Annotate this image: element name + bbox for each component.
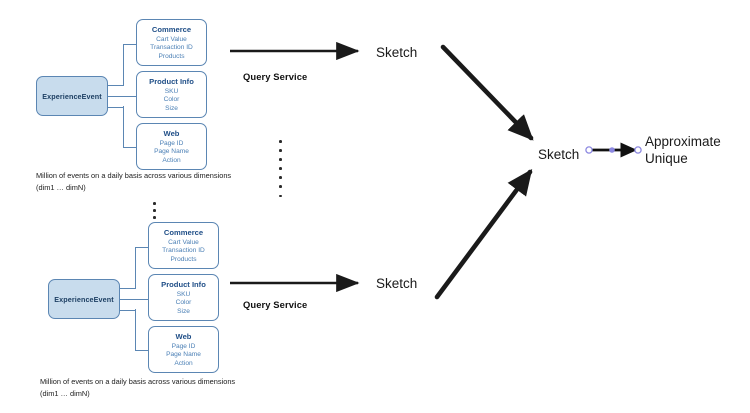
- sketch-label-lower: Sketch: [376, 276, 418, 291]
- connector-to-commerce-upper: [123, 44, 137, 46]
- vertical-ellipsis-entities: [153, 202, 156, 219]
- attribute-title: Commerce: [151, 24, 192, 34]
- connector-to-commerce-lower: [135, 247, 149, 249]
- attribute-item: SKU: [164, 87, 179, 95]
- connector-handle-mid[interactable]: [609, 147, 615, 153]
- attribute-title: Web: [175, 331, 192, 341]
- connector-entity-stub-top-lower: [120, 288, 136, 290]
- connector-handle-end[interactable]: [634, 146, 642, 154]
- caption-upper: Million of events on a daily basis acros…: [36, 171, 232, 192]
- attribute-box-web-upper[interactable]: Web Page ID Page Name Action: [136, 123, 207, 170]
- attribute-item: Cart Value: [168, 238, 199, 246]
- attribute-item: Transaction ID: [150, 44, 193, 52]
- caption-lower: Million of events on a daily basis acros…: [40, 377, 236, 398]
- attribute-item: Color: [175, 299, 192, 307]
- approximate-unique-label: Approximate Unique: [645, 134, 721, 166]
- merge-arrow-from-lower: [434, 169, 533, 300]
- connector-to-web-upper: [123, 147, 137, 149]
- attribute-item: Size: [177, 307, 190, 315]
- attribute-item: SKU: [176, 290, 191, 298]
- query-service-label-lower: Query Service: [243, 299, 308, 310]
- attribute-item: Color: [163, 96, 180, 104]
- connector-to-web-lower: [135, 350, 149, 352]
- attribute-item: Page Name: [154, 148, 189, 156]
- query-service-label-upper: Query Service: [243, 71, 308, 82]
- attribute-box-commerce-upper[interactable]: Commerce Cart Value Transaction ID Produ…: [136, 19, 207, 66]
- attribute-item: Cart Value: [156, 35, 187, 43]
- connector-entity-stub-bottom-lower: [120, 310, 136, 312]
- connector-riser-web-upper: [123, 106, 125, 148]
- attribute-item: Action: [174, 359, 193, 367]
- attribute-title: Product Info: [149, 76, 194, 86]
- attribute-item: Page Name: [166, 351, 201, 359]
- attribute-item: Action: [162, 156, 181, 164]
- attribute-box-product-info-lower[interactable]: Product Info SKU Color Size: [148, 274, 219, 321]
- sketch-label-merged: Sketch: [538, 147, 580, 162]
- connector-entity-stub-top-upper: [108, 85, 124, 87]
- attribute-item: Products: [170, 255, 197, 263]
- attribute-box-commerce-lower[interactable]: Commerce Cart Value Transaction ID Produ…: [148, 222, 219, 269]
- sketch-label-upper: Sketch: [376, 45, 418, 60]
- attribute-title: Product Info: [161, 279, 206, 289]
- connector-riser-commerce-lower: [135, 247, 137, 289]
- attribute-item: Products: [158, 52, 185, 60]
- entity-box-experienceevent-lower[interactable]: ExperienceEvent: [48, 279, 120, 319]
- attribute-box-product-info-upper[interactable]: Product Info SKU Color Size: [136, 71, 207, 118]
- connector-entity-stub-bottom-upper: [108, 107, 124, 109]
- connector-handle-start[interactable]: [585, 146, 593, 154]
- vertical-ellipsis-sketches: [279, 140, 282, 198]
- entity-box-experienceevent-upper[interactable]: ExperienceEvent: [36, 76, 108, 116]
- attribute-title: Commerce: [163, 227, 204, 237]
- attribute-box-web-lower[interactable]: Web Page ID Page Name Action: [148, 326, 219, 373]
- attribute-title: Web: [163, 128, 180, 138]
- result-connector[interactable]: [585, 142, 642, 158]
- attribute-item: Page ID: [159, 139, 184, 147]
- connector-riser-web-lower: [135, 309, 137, 351]
- entity-label: ExperienceEvent: [42, 91, 102, 101]
- attribute-item: Transaction ID: [162, 247, 205, 255]
- entity-label: ExperienceEvent: [54, 294, 114, 304]
- merge-arrow-from-upper: [440, 44, 534, 141]
- connector-riser-commerce-upper: [123, 44, 125, 86]
- attribute-item: Page ID: [171, 342, 196, 350]
- attribute-item: Size: [165, 104, 178, 112]
